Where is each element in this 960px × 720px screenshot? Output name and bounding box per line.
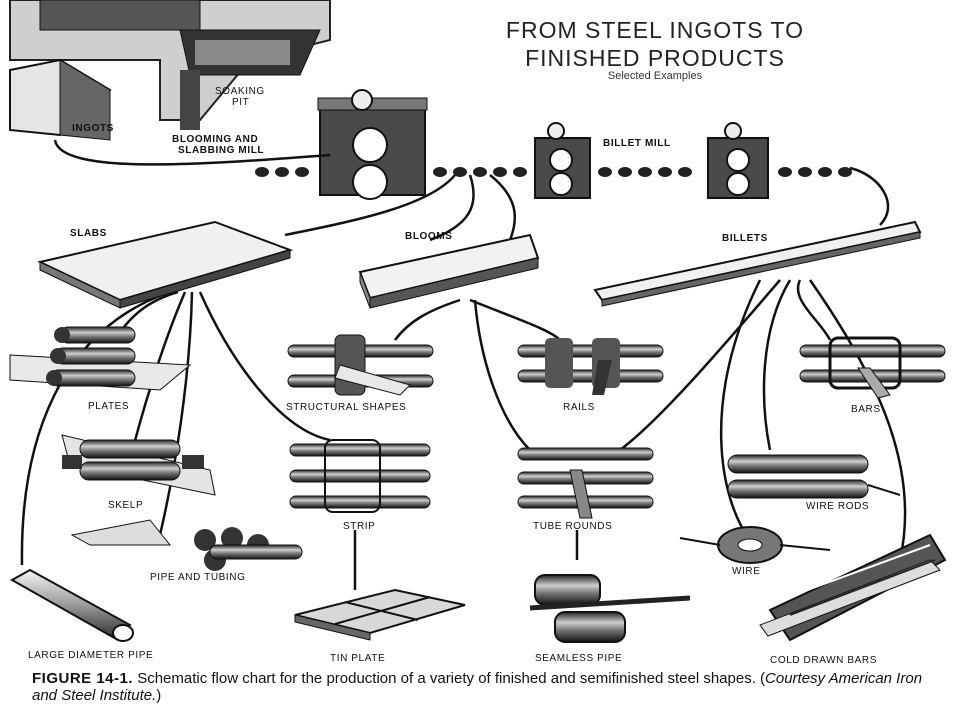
blooming-mill-illustration: [317, 89, 428, 200]
slab-shape: [36, 220, 294, 309]
label-seamless-pipe: SEAMLESS PIPE: [535, 653, 623, 664]
rails-illustration: [517, 338, 664, 395]
label-tube-rounds: TUBE ROUNDS: [533, 521, 613, 532]
label-large-diameter-pipe: LARGE DIAMETER PIPE: [28, 650, 154, 661]
seamless-pipe-illustration: [529, 574, 691, 643]
label-skelp: SKELP: [108, 500, 144, 511]
caption-text: Schematic flow chart for the production …: [133, 670, 766, 687]
label-pipe-and-tubing: PIPE AND TUBING: [150, 572, 246, 583]
title-line-1: FROM STEEL INGOTS TO: [505, 17, 805, 43]
label-structural-shapes: STRUCTURAL SHAPES: [286, 402, 407, 413]
label-strip: STRIP: [343, 521, 376, 532]
large-diameter-pipe-illustration: [9, 568, 134, 642]
label-blooming-1: BLOOMING AND: [172, 134, 259, 145]
label-blooms: BLOOMS: [405, 231, 453, 242]
label-cold-drawn-bars: COLD DRAWN BARS: [770, 655, 877, 666]
strip-illustration: [289, 439, 431, 513]
skelp-illustration: [61, 434, 216, 496]
structural-shapes-illustration: [287, 334, 434, 396]
label-soaking-pit-1: SOAKING: [215, 86, 265, 97]
bloom-shape: [358, 233, 540, 309]
wire-rods-illustration: [727, 454, 901, 499]
caption-close: ): [156, 687, 162, 704]
tin-plate-illustration: [294, 588, 466, 641]
label-soaking-pit-2: PIT: [232, 97, 250, 108]
label-wire: WIRE: [732, 566, 761, 577]
label-billets: BILLETS: [722, 233, 768, 244]
billet-mill-stand-2: [707, 122, 769, 199]
label-tin-plate: TIN PLATE: [330, 653, 386, 664]
tube-rounds-illustration: [517, 447, 654, 519]
diagram-subtitle: Selected Examples: [607, 70, 703, 82]
label-blooming-2: SLABBING MILL: [178, 145, 265, 156]
billet-mill-stand-1: [534, 122, 591, 199]
label-plates: PLATES: [88, 401, 130, 412]
label-slabs: SLABS: [70, 228, 107, 239]
figure-label: FIGURE 14-1.: [32, 670, 134, 687]
diagram-title: FROM STEEL INGOTS TO FINISHED PRODUCTS: [430, 16, 880, 72]
title-line-2: FINISHED PRODUCTS: [525, 45, 785, 71]
label-bars: BARS: [851, 404, 881, 415]
figure-caption: FIGURE 14-1. Schematic flow chart for th…: [32, 670, 932, 704]
label-rails: RAILS: [563, 402, 595, 413]
plates-illustration: [9, 326, 192, 391]
wire-coil-illustration: [679, 526, 831, 564]
roller-table: [255, 167, 852, 177]
pipe-and-tubing-illustration: [70, 519, 303, 571]
label-wire-rods: WIRE RODS: [806, 501, 870, 512]
label-ingots: INGOTS: [72, 123, 114, 134]
label-billet-mill: BILLET MILL: [603, 138, 671, 149]
soaking-pit-illustration: [9, 0, 331, 141]
cold-drawn-bars-illustration: [759, 533, 947, 642]
billet-shape: [593, 220, 922, 307]
caption-credit: Courtesy American Iron and Steel Institu…: [32, 670, 923, 704]
bars-illustration: [799, 336, 946, 399]
